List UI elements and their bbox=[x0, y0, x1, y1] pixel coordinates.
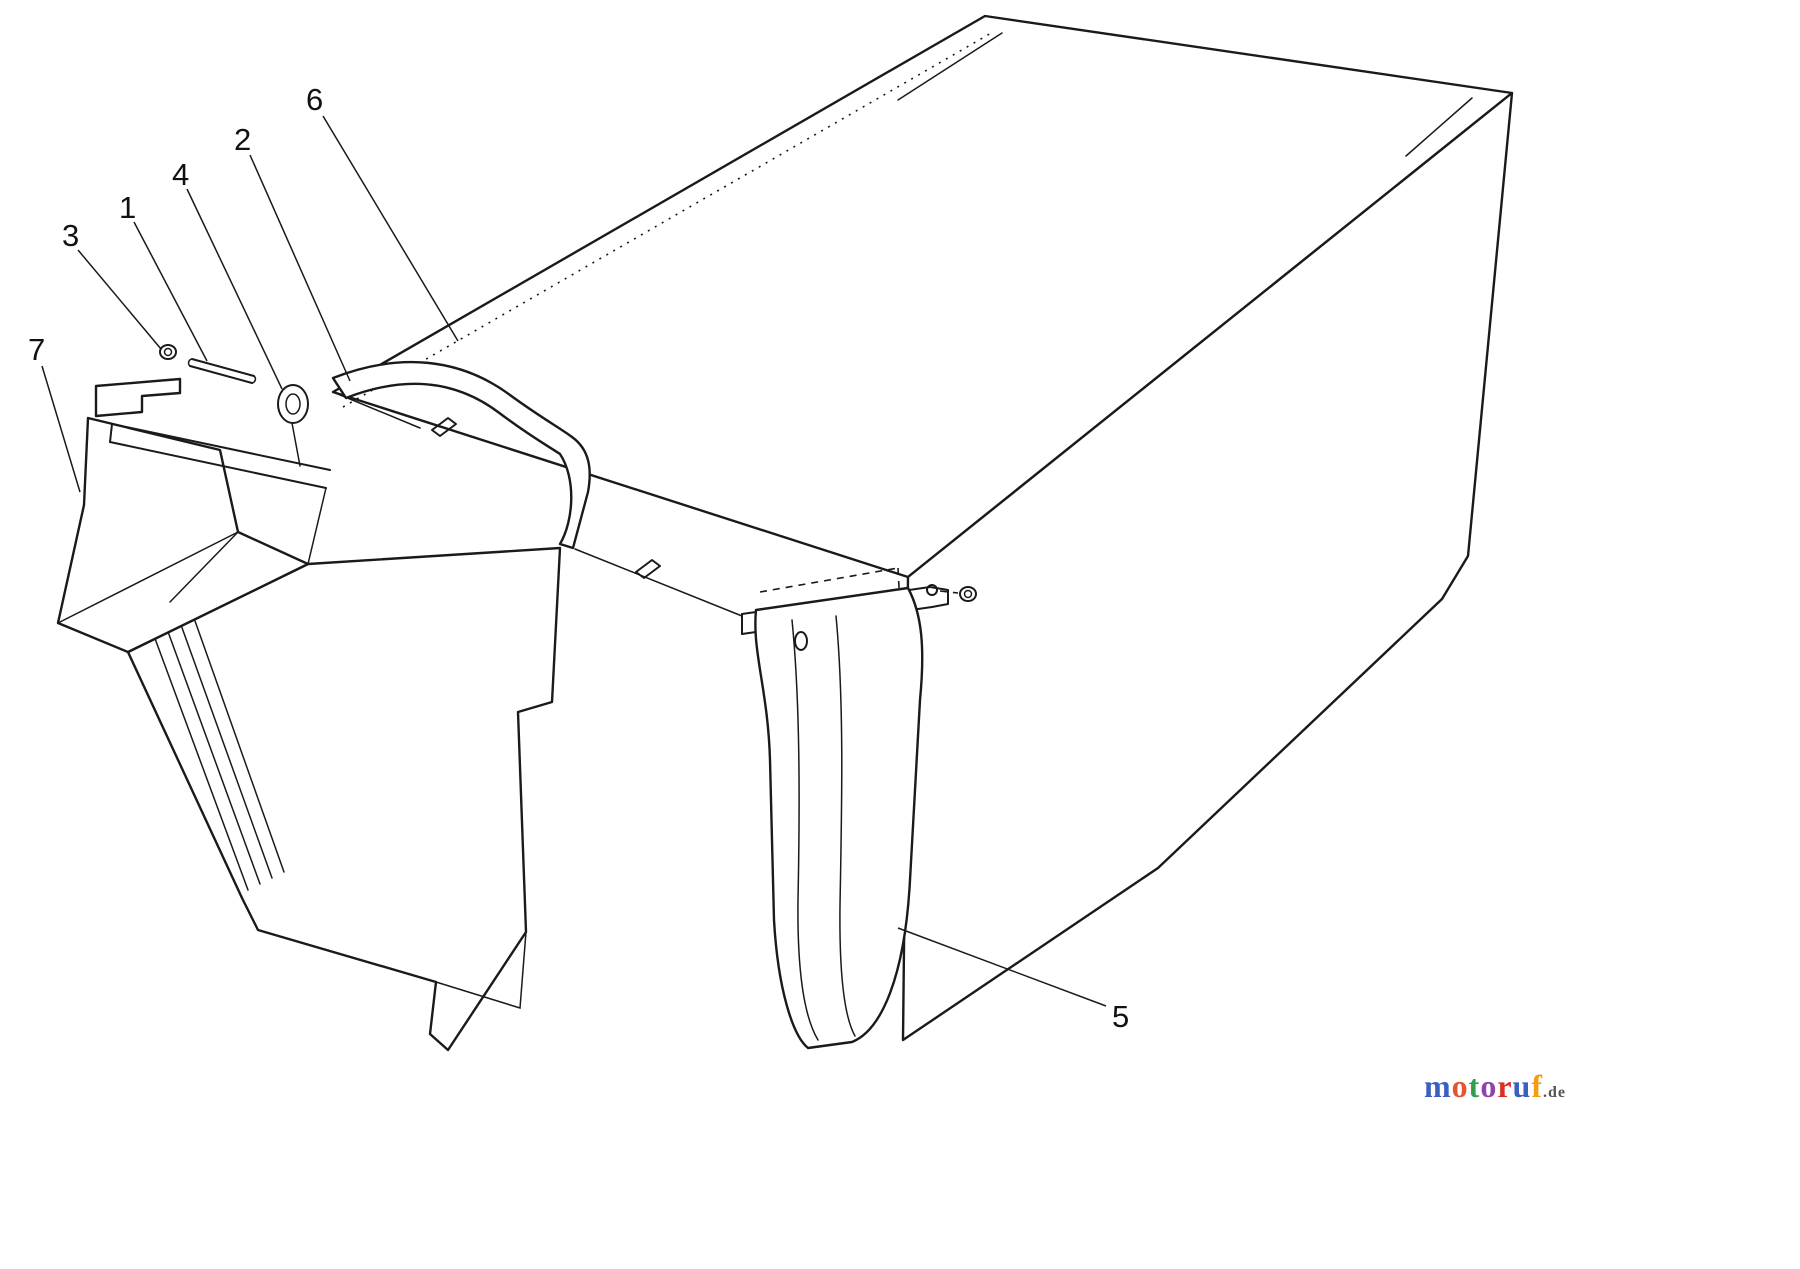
rod-top-edge bbox=[191, 358, 255, 377]
housing-left-panel bbox=[56, 416, 310, 654]
bag-fold-line-top bbox=[897, 32, 1003, 101]
callout-7-label: 7 bbox=[28, 332, 45, 367]
right-channel-rib-2 bbox=[835, 615, 856, 1037]
spout-fold-line bbox=[57, 531, 239, 624]
rod-bottom-edge bbox=[189, 365, 253, 384]
logo-letter: m bbox=[1424, 1068, 1452, 1104]
housing-apron bbox=[126, 546, 562, 1052]
screw-left-center bbox=[163, 347, 173, 357]
grommet-stem bbox=[291, 422, 301, 467]
screw-right-axis bbox=[939, 590, 959, 594]
callout-2-label: 2 bbox=[234, 122, 251, 157]
housing-clip-bracket bbox=[94, 377, 182, 418]
logo-letter: r bbox=[1497, 1068, 1513, 1104]
bag-seam-stitch-line bbox=[342, 31, 994, 408]
housing-right-channel bbox=[754, 586, 924, 1050]
front-housing bbox=[56, 360, 661, 1052]
apron-groove-3 bbox=[175, 610, 273, 879]
callout-5-leader bbox=[897, 927, 1107, 1007]
housing-hood bbox=[331, 360, 591, 550]
hood-tab-right bbox=[635, 559, 661, 579]
callout-1-label: 1 bbox=[119, 190, 136, 225]
apron-groove-4 bbox=[188, 603, 285, 873]
housing-rail-bottom bbox=[109, 441, 327, 489]
bag-fold-line-corner bbox=[1405, 97, 1473, 157]
rod-end-right bbox=[926, 584, 938, 596]
grommet-inner bbox=[285, 393, 301, 415]
apron-notch-line bbox=[435, 931, 527, 1009]
callout-1-leader bbox=[133, 221, 208, 362]
bag-rim-segment-right bbox=[574, 548, 743, 617]
logo-letter: o bbox=[1451, 1068, 1469, 1104]
screw-right-head bbox=[959, 586, 977, 602]
rod-right-cap bbox=[251, 375, 257, 384]
callout-2-leader bbox=[249, 154, 351, 382]
screw-left-head bbox=[159, 344, 177, 360]
apron-groove-1 bbox=[149, 624, 249, 891]
callout-5-label: 5 bbox=[1112, 999, 1129, 1034]
hidden-edge-upper bbox=[759, 567, 899, 593]
callout-3-label: 3 bbox=[62, 218, 79, 253]
callout-3-leader bbox=[77, 249, 162, 350]
logo-letter: t bbox=[1468, 1068, 1481, 1104]
logo-letter: u bbox=[1512, 1068, 1532, 1104]
callout-6-leader bbox=[322, 115, 459, 342]
callouts: 3 1 4 2 6 7 5 bbox=[28, 82, 1129, 1034]
callout-6-label: 6 bbox=[306, 82, 323, 117]
right-channel-rib-1 bbox=[791, 619, 819, 1041]
bag-right-face bbox=[901, 91, 1514, 1042]
callout-7-leader bbox=[41, 365, 81, 493]
fasteners bbox=[159, 344, 977, 602]
screw-right-center bbox=[963, 589, 973, 599]
apron-groove-2 bbox=[162, 617, 261, 885]
logo-letter: o bbox=[1480, 1068, 1498, 1104]
rod-left-cap bbox=[187, 358, 193, 367]
logo-letter: f bbox=[1531, 1068, 1543, 1104]
housing-rail-top bbox=[111, 423, 331, 471]
logo-suffix: .de bbox=[1542, 1084, 1566, 1101]
callout-4-label: 4 bbox=[172, 157, 189, 192]
rail-right-tab bbox=[929, 586, 949, 608]
spout-inner-fold bbox=[169, 531, 239, 603]
grass-bag bbox=[331, 14, 1514, 1042]
hood-tab-left bbox=[431, 417, 457, 437]
housing-rail-cap bbox=[109, 423, 113, 443]
motoruf-logo[interactable]: motoruf.de bbox=[1424, 1068, 1566, 1105]
right-channel-screw-hole bbox=[794, 631, 808, 651]
rail-apron-connector bbox=[307, 487, 327, 565]
grommet-outer bbox=[277, 384, 309, 424]
callout-4-leader bbox=[186, 188, 283, 390]
